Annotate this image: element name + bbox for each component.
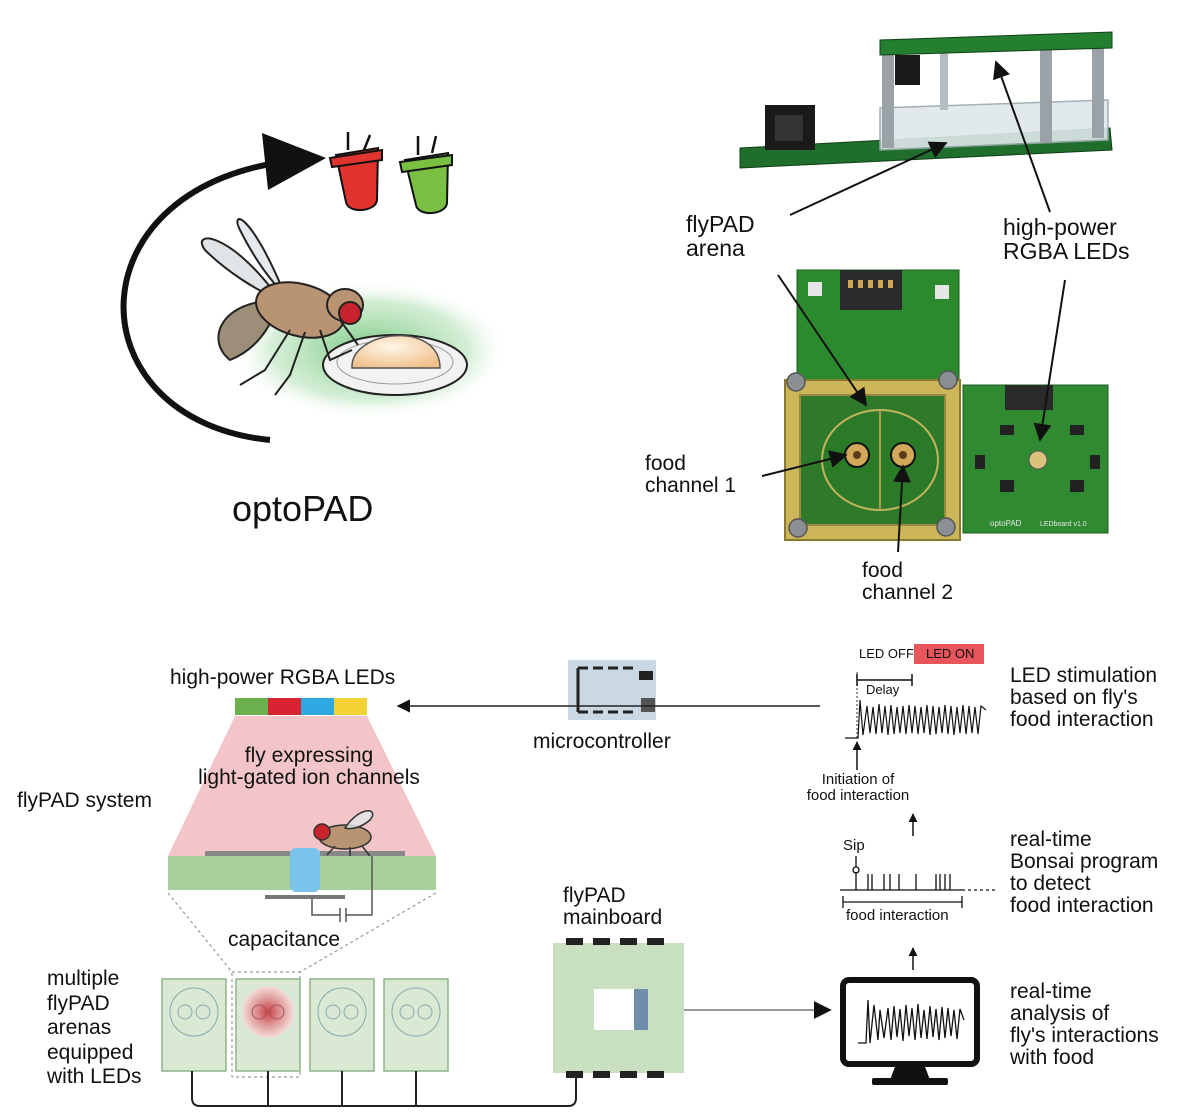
microcontroller-icon <box>568 660 656 720</box>
sip-trace <box>840 856 995 908</box>
red-led-icon <box>328 132 383 211</box>
optopad-illustration <box>120 132 510 443</box>
stimulation-trace <box>845 644 987 739</box>
photo-top-view: optoPAD LEDboard v1.0 <box>784 269 1109 541</box>
channel-electrode <box>290 848 320 892</box>
analysis-text: real-time analysis of fly's interactions… <box>1010 980 1159 1070</box>
rgba-led-icon <box>1028 450 1048 470</box>
fly-expressing-label: fly expressing light-gated ion channels <box>198 744 420 790</box>
sip-label: Sip <box>843 837 865 854</box>
flypad-system-label: flyPAD system <box>17 789 152 812</box>
stimulation-text: LED stimulation based on fly's food inte… <box>1010 664 1158 732</box>
bonsai-text: real-time Bonsai program to detect food … <box>1010 828 1159 918</box>
optopad-title: optoPAD <box>232 488 374 529</box>
led-off-label: LED OFF <box>859 646 914 661</box>
mainboard-label: flyPAD mainboard <box>563 884 663 930</box>
food-channel-2-label: food channel 2 <box>862 559 954 605</box>
food-channel-1-label: food channel 1 <box>645 452 737 498</box>
multiple-arenas-label: multiple flyPAD arenas equipped with LED… <box>47 967 142 1089</box>
led-on-label: LED ON <box>926 646 975 661</box>
arena <box>161 978 227 1072</box>
arena <box>383 978 449 1072</box>
monitor-trace <box>858 999 965 1044</box>
feedback-arrowhead-icon <box>262 133 326 190</box>
flypad-mainboard <box>553 938 684 1078</box>
board-label-left: optoPAD <box>990 519 1022 528</box>
delay-label: Delay <box>866 682 900 697</box>
flypad-arena-label: flyPAD arena <box>686 211 755 262</box>
initiation-label: Initiation of food interaction <box>806 771 910 804</box>
arena-row <box>161 978 449 1072</box>
green-led-icon <box>398 135 453 214</box>
food-drop <box>351 335 441 369</box>
microcontroller-label: microcontroller <box>533 730 671 753</box>
board-label-right: LEDboard v1.0 <box>1040 521 1087 528</box>
feedback-arc <box>120 157 301 443</box>
monitor-icon <box>840 977 980 1085</box>
high-power-leds-label: high-power RGBA LEDs <box>1003 214 1130 265</box>
fly-small-icon <box>313 810 374 857</box>
photo-side-view <box>739 31 1113 169</box>
fly-icon <box>200 218 364 396</box>
capacitance-label: capacitance <box>228 928 341 951</box>
led-strip <box>235 698 367 715</box>
arena <box>309 978 375 1072</box>
food-interaction-label: food interaction <box>846 907 949 924</box>
rgba-leds-label: high-power RGBA LEDs <box>170 666 396 689</box>
